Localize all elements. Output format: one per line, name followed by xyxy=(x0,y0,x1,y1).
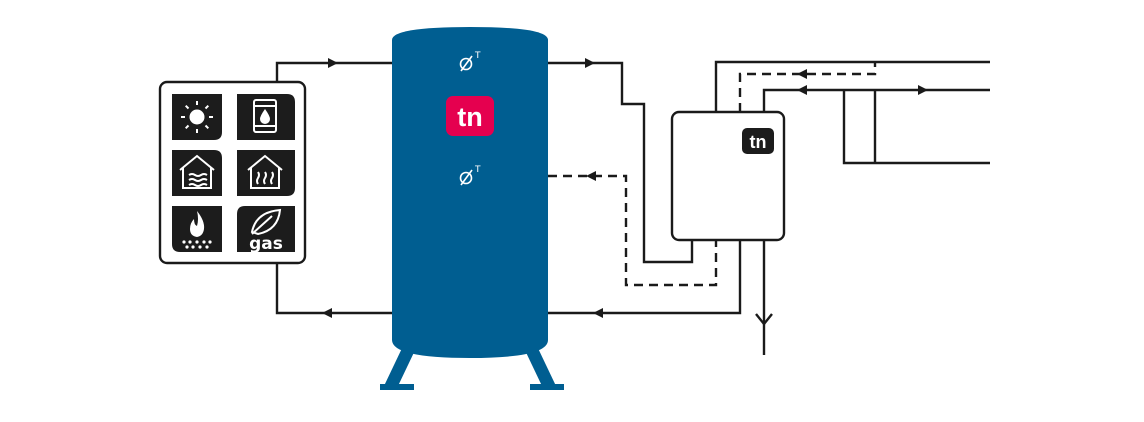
tank-top-outlet-pipe xyxy=(548,58,694,264)
sensor-label-top: T xyxy=(474,51,481,61)
gas-label: gas xyxy=(249,234,283,254)
heat-source-panel: gas xyxy=(158,80,307,265)
tank-legs xyxy=(380,344,564,390)
sensor-label-middle: T xyxy=(474,165,481,175)
controller-unit: tn xyxy=(670,110,786,242)
controller-top-solid-pipe-inner xyxy=(762,85,990,112)
tank-body xyxy=(392,27,548,358)
right-loop-pipe xyxy=(842,90,990,165)
tank-bottom-return-pipe xyxy=(548,240,742,318)
house-floor-heating-icon xyxy=(237,150,295,196)
source-supply-pipe xyxy=(275,58,392,82)
controller-logo: tn xyxy=(742,128,774,154)
tank-logo-text: tn xyxy=(457,102,482,132)
flow-arrow-left xyxy=(593,308,603,318)
flow-arrow-left xyxy=(797,85,807,95)
drain-pipe xyxy=(755,240,773,355)
oil-barrel-icon xyxy=(237,94,295,140)
source-return-pipe xyxy=(275,263,392,318)
controller-top-dashed-pipe xyxy=(738,62,877,112)
flow-arrow-right xyxy=(585,58,595,68)
controller-logo-text: tn xyxy=(750,132,767,152)
tank-middle-dashed-pipe xyxy=(548,171,718,287)
flow-arrow-right xyxy=(328,58,338,68)
sun-icon xyxy=(172,94,222,140)
flow-arrow-left xyxy=(586,171,596,181)
biomass-fire-icon xyxy=(172,206,222,252)
flow-arrow-right xyxy=(918,85,928,95)
house-heat-pump-icon xyxy=(172,150,222,196)
flow-arrow-left xyxy=(797,69,807,79)
gas-leaf-icon: gas xyxy=(237,206,295,254)
tank-logo: tn xyxy=(446,96,494,136)
controller-top-solid-pipe-outer xyxy=(714,60,990,112)
temperature-sensor-middle: T xyxy=(459,165,481,186)
flow-arrow-left xyxy=(322,308,332,318)
buffer-tank: tn T T xyxy=(380,27,564,390)
temperature-sensor-top: T xyxy=(459,51,481,72)
